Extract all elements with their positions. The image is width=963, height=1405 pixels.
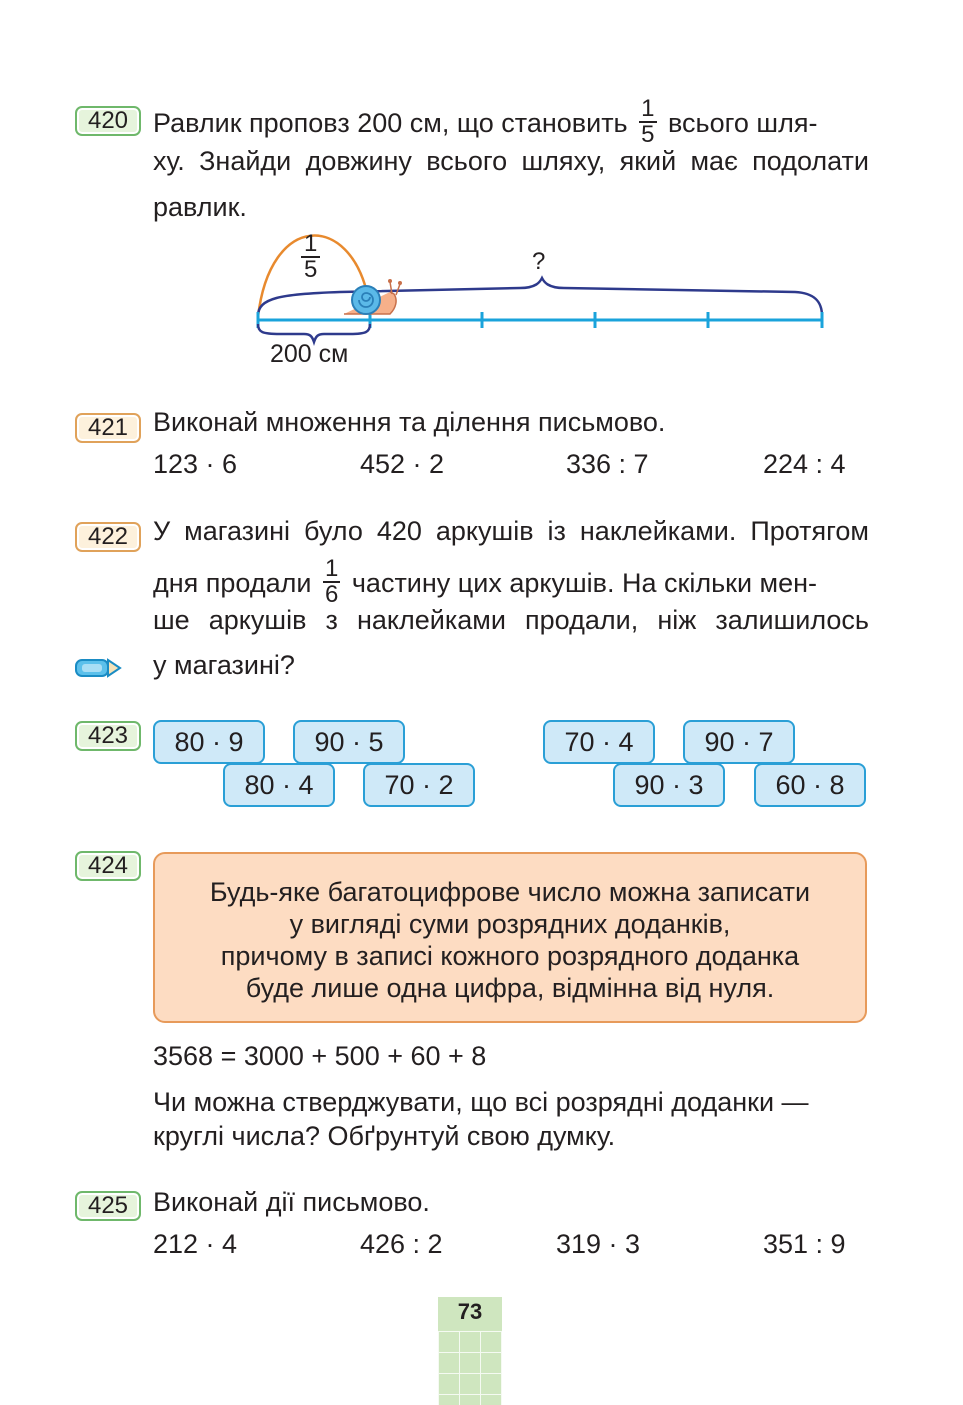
expression-card: 80 · 4	[223, 763, 335, 807]
segment-brace	[256, 323, 372, 346]
snail-icon	[344, 279, 402, 315]
task-425-expr-2: 426 : 2	[360, 1229, 443, 1259]
diagram-fraction-numerator: 1	[301, 232, 321, 258]
task-421-expr-1: 123 · 6	[153, 449, 238, 479]
task-424-question-2: круглі числа? Обґрунтуй свою думку.	[153, 1121, 616, 1151]
task-425-text: Виконай дії письмово.	[153, 1187, 430, 1217]
task-421-expr-2: 452 · 2	[360, 449, 445, 479]
expression-card: 60 · 8	[754, 763, 866, 807]
expression-card: 90 · 7	[683, 720, 795, 764]
task-422-line-2: дня продали 1 6 частину цих аркушів. На …	[153, 555, 869, 610]
diagram-segment-label: 200 см	[270, 340, 349, 368]
whole-path-brace	[256, 275, 824, 317]
page-number: 73	[457, 1299, 483, 1324]
task-number-420: 420	[75, 106, 141, 136]
rule-line-3: причому в записі кожного розрядного дода…	[220, 941, 800, 971]
task-425-expr-4: 351 : 9	[763, 1229, 846, 1259]
task-422-line-3: ше аркушів з наклейками продали, ніж зал…	[153, 605, 869, 635]
task-number-422: 422	[75, 522, 141, 552]
pencil-icon	[75, 658, 122, 678]
snail-path-diagram	[256, 234, 824, 346]
task-424-question-1: Чи можна стверджувати, що всі розрядні д…	[153, 1087, 809, 1117]
expression-card: 70 · 2	[363, 763, 475, 807]
task-421-expr-3: 336 : 7	[566, 449, 649, 479]
task-422-text-a: дня продали	[153, 568, 312, 599]
diagram-question-mark: ?	[532, 248, 546, 275]
page-number-block: 73	[438, 1297, 502, 1405]
task-420-text-b: всього шля-	[668, 108, 818, 139]
expression-card: 80 · 9	[153, 720, 265, 764]
grid-decoration	[438, 1331, 502, 1405]
rule-line-4: буде лише одна цифра, відмінна від нуля.	[245, 973, 775, 1003]
task-422-text-b: частину цих аркушів. На скільки мен-	[351, 568, 818, 599]
fraction-denominator: 5	[641, 121, 655, 148]
fraction-arc	[256, 234, 370, 318]
task-425-expr-1: 212 · 4	[153, 1229, 238, 1259]
fraction-numerator: 1	[639, 95, 657, 123]
expression-card: 70 · 4	[543, 720, 655, 764]
rule-line-2: у вигляді суми розрядних доданків,	[289, 909, 731, 939]
rule-box: Будь-яке багатоцифрове число можна запис…	[153, 852, 867, 1023]
fraction-denominator: 6	[324, 581, 339, 608]
diagram-fraction-denominator: 5	[304, 256, 318, 283]
task-number-424: 424	[75, 851, 141, 881]
task-424-example: 3568 = 3000 + 500 + 60 + 8	[153, 1041, 487, 1071]
task-420-text-a: Равлик проповз 200 см, що становить	[153, 108, 628, 139]
task-number-423: 423	[75, 721, 141, 751]
task-420-line-3: равлик.	[153, 192, 247, 222]
fraction-one-fifth: 1 5	[639, 95, 657, 148]
expression-card: 90 · 3	[613, 763, 725, 807]
task-425-expr-3: 319 · 3	[556, 1229, 641, 1259]
task-422-line-1: У магазині було 420 аркушів із наклейкам…	[153, 516, 869, 546]
fraction-numerator: 1	[322, 555, 341, 583]
task-422-line-4: у магазині?	[153, 650, 295, 680]
fraction-one-sixth: 1 6	[322, 555, 341, 608]
task-420-line-2: ху. Знайди довжину всього шляху, який ма…	[153, 146, 869, 176]
task-421-expr-4: 224 : 4	[763, 449, 846, 479]
task-number-421: 421	[75, 413, 141, 443]
task-number-425: 425	[75, 1191, 141, 1221]
rule-line-1: Будь-яке багатоцифрове число можна запис…	[209, 877, 811, 907]
task-421-text: Виконай множення та ділення письмово.	[153, 407, 666, 437]
task-420-line-1: Равлик проповз 200 см, що становить 1 5 …	[153, 95, 869, 150]
expression-card: 90 · 5	[293, 720, 405, 764]
diagram-fraction: 1 5	[301, 232, 321, 283]
